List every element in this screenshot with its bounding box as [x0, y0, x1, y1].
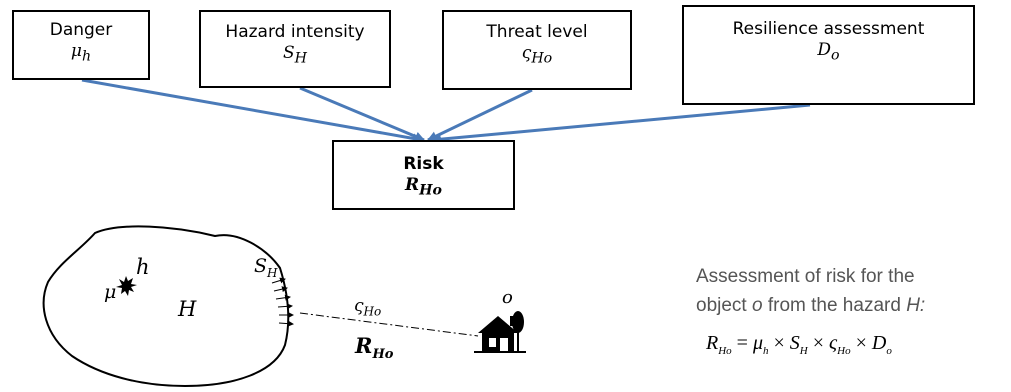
region-label: H [178, 297, 197, 321]
object-label: o [502, 287, 513, 308]
risk-label: Risk [403, 154, 444, 174]
resilience-assessment-box: Resilience assessment Do [682, 5, 975, 105]
hazard-to-object-line [299, 312, 479, 337]
h-label: h [136, 255, 150, 279]
threat-level-label: Threat level [486, 22, 588, 42]
danger-label: Danger [49, 20, 113, 40]
hazard-intensity-box: Hazard intensity SH [199, 10, 391, 88]
intensity-arrows [271, 277, 294, 327]
resilience-assessment-label: Resilience assessment [732, 19, 925, 39]
resilience-assessment-symbol: Do [817, 40, 840, 64]
hazard-intensity-label: Hazard intensity [225, 22, 365, 42]
house-icon [474, 311, 526, 353]
assessment-line-2: object o from the hazard H: [696, 295, 926, 316]
arrow-threat-to-risk [427, 88, 533, 142]
risk-formula: RHo = μh × SH × ςHo × Do [706, 332, 892, 357]
hazard-intensity-symbol: SH [282, 43, 307, 67]
assessment-line-1: Assessment of risk for the [696, 266, 915, 287]
hazard-region [42, 225, 290, 388]
arrow-danger-to-risk [81, 78, 423, 144]
intensity-symbol: SH [254, 255, 278, 280]
risk-symbol-scene: RHo [355, 333, 394, 363]
assessment-text: Assessment of risk for the object o from… [696, 262, 925, 320]
danger-symbol: μh [70, 41, 92, 65]
arrow-resilience-to-risk [431, 103, 811, 145]
risk-symbol: RHo [405, 175, 442, 199]
danger-box: Danger μh [12, 10, 150, 80]
danger-source-icon [116, 276, 137, 296]
arrow-hazard-to-risk [299, 86, 425, 142]
threat-symbol: ςHo [354, 296, 382, 319]
threat-level-box: Threat level ςHo [442, 10, 632, 90]
risk-box: Risk RHo [332, 140, 515, 210]
threat-level-symbol: ςHo [521, 43, 553, 67]
mu-label: μ [104, 281, 117, 303]
